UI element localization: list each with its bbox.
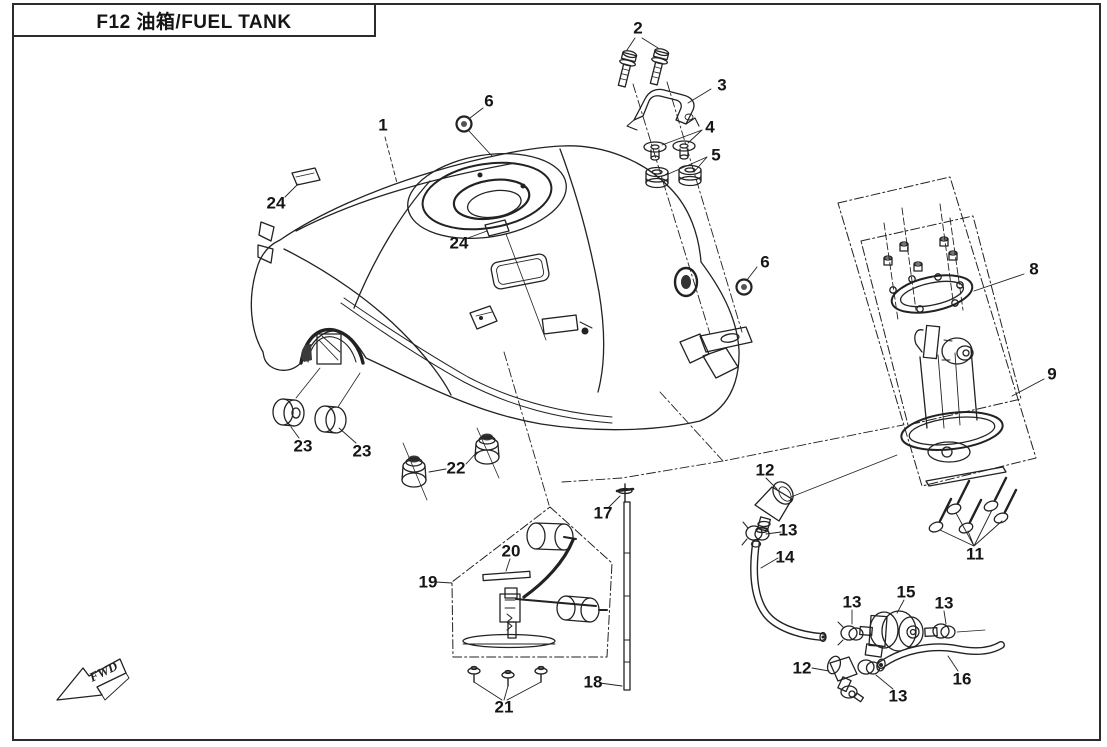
part-callout-12: 12 [792,658,812,678]
part-callout-4: 4 [705,117,715,137]
mount-bolts [617,48,670,88]
outlet-elbow [826,655,865,703]
part-callout-6: 6 [760,252,770,272]
fuel-pump-boundary [837,176,1037,487]
part-callout-3: 3 [717,75,727,95]
grommet [455,115,753,296]
part-callout-24: 24 [449,233,469,253]
part-callout-14: 14 [775,547,795,567]
rubber-bushing [401,427,500,501]
tank-access-panel [490,253,550,290]
leader-lines [284,37,1045,701]
part-callout-24: 24 [266,193,286,213]
part-callout-12: 12 [755,460,775,480]
pump-bolts [928,476,1018,534]
fwd-arrow: FWD [56,658,130,701]
page-border [12,3,1101,741]
page-title: F12 油箱/FUEL TANK [96,11,292,33]
part-callout-6: 6 [484,91,494,111]
filler-cap-opening [407,152,567,240]
part-callout-23: 23 [352,441,372,461]
part-callout-5: 5 [711,145,721,165]
pump-nuts [883,203,964,321]
tank-front-arch [299,327,365,365]
tank-bracket [626,88,700,131]
part-callout-18: 18 [583,672,603,692]
part-callout-13: 13 [888,686,908,706]
level-sensor [462,522,608,649]
part-callout-11: 11 [966,544,984,564]
part-callout-22: 22 [446,458,466,478]
construction-lines [503,81,904,506]
sensor-rod [623,501,631,691]
sensor-screws [467,665,548,687]
part-callout-15: 15 [896,582,916,602]
part-callout-16: 16 [952,669,972,689]
tank-rear-bracket [673,266,753,379]
tank-bottom-tab [469,305,498,330]
part-callout-13: 13 [778,520,798,540]
part-callout-23: 23 [293,436,313,456]
mount-bushings [645,164,702,189]
part-callout-8: 8 [1029,259,1039,279]
rod-screw [615,483,635,503]
part-callout-2: 2 [633,18,643,38]
rubber-damper [272,367,361,434]
sender-mount-bracket [541,314,593,335]
sticker [291,167,547,341]
part-callout-19: 19 [418,572,438,592]
part-callout-17: 17 [593,503,613,523]
part-callout-13: 13 [934,593,954,613]
outlet-elbow [754,454,898,534]
part-callout-21: 21 [494,697,514,717]
hose-clamp [932,623,986,639]
pump-ring [889,273,974,314]
fuel-hose-front [750,539,827,643]
sensor-strip [482,570,531,582]
part-callout-1: 1 [378,115,388,135]
level-sensor-boundary [451,506,613,658]
fuel-tank-body [250,145,740,431]
part-callout-9: 9 [1047,364,1057,384]
part-callout-13: 13 [842,592,862,612]
fuel-pump [900,324,1004,463]
fuel-hose-rear [876,641,1005,672]
pump-gasket-strip [925,466,1007,487]
title-box: F12 油箱/FUEL TANK [12,3,376,37]
mount-washers [643,140,696,161]
hose-clamp [837,621,864,646]
part-callout-20: 20 [501,541,521,561]
